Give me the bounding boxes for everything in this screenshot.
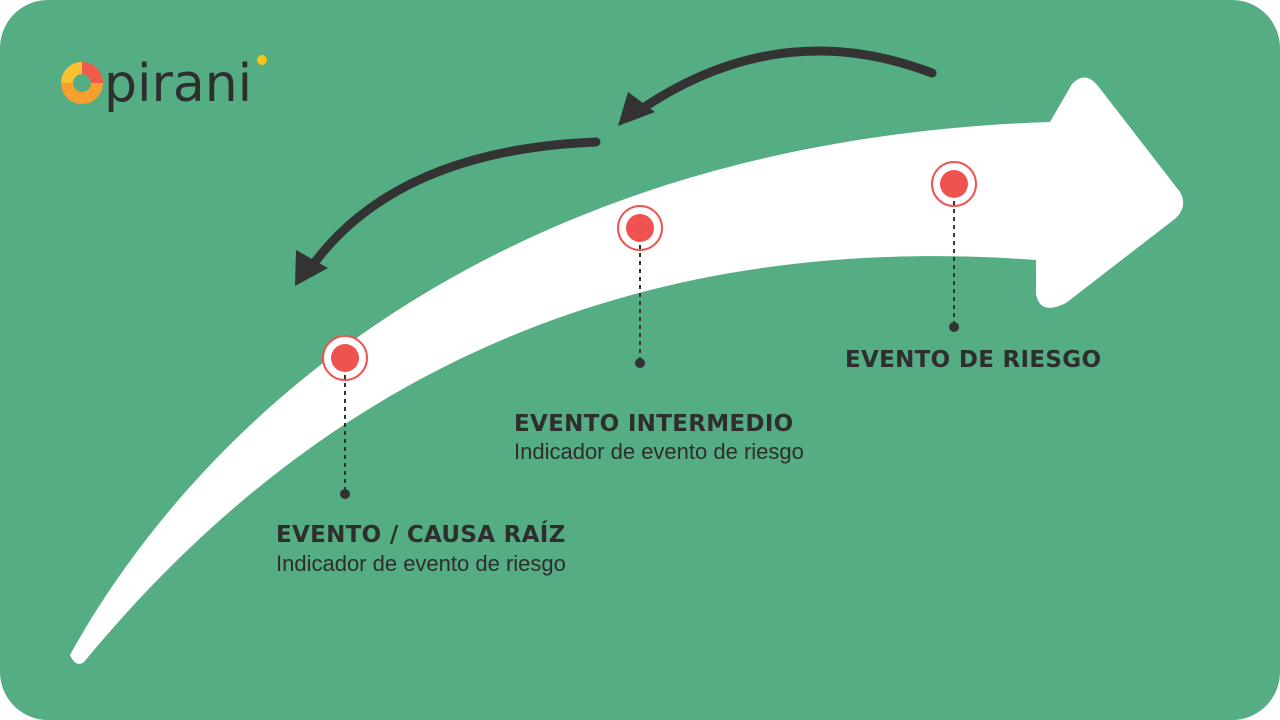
- feedback-arrow-upper: [618, 46, 937, 126]
- event-intermediate-title: EVENTO INTERMEDIO: [514, 411, 794, 437]
- main-curved-arrow: [70, 77, 1184, 664]
- event-intermediate-subtitle: Indicador de evento de riesgo: [514, 439, 804, 464]
- event-root-cause-title: EVENTO / CAUSA RAÍZ: [276, 522, 566, 548]
- marker-risk-event: [931, 161, 977, 332]
- feedback-arrow-lower: [295, 137, 601, 286]
- event-risk-title: EVENTO DE RIESGO: [845, 347, 1102, 373]
- marker-root-cause: [322, 335, 368, 499]
- pirani-logo-text: pirani: [104, 54, 253, 114]
- event-root-cause-subtitle: Indicador de evento de riesgo: [276, 551, 566, 576]
- pirani-logo-icon: [61, 55, 267, 104]
- marker-intermediate: [617, 205, 663, 368]
